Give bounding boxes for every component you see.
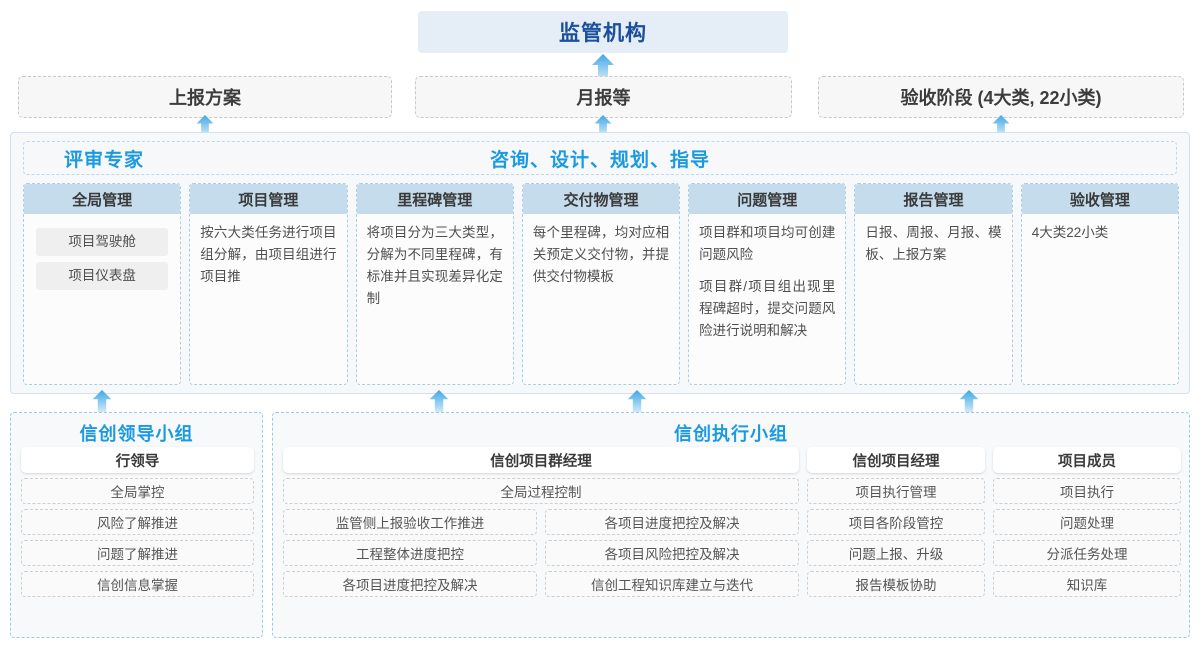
- capability-column-global[interactable]: 全局管理 项目驾驶舱 项目仪表盘: [23, 183, 182, 385]
- capability-column-deliverable[interactable]: 交付物管理 每个里程碑，均对应相关预定义交付物，并提供交付物模板: [521, 183, 681, 385]
- execution-columns: 信创项目群经理 全局过程控制 监管侧上报验收工作推进 工程整体进度把控 各项目进…: [283, 447, 1181, 597]
- regulator-label: 监管机构: [559, 22, 647, 45]
- column-paragraph: 4大类22小类: [1031, 225, 1109, 240]
- capability-column-acceptance[interactable]: 验收管理 4大类22小类: [1020, 183, 1179, 385]
- task-item[interactable]: 信创信息掌握: [21, 571, 254, 597]
- column-body: 项目群和项目均可创建问题风险 项目群/项目组出现里程碑超时，提交问题风险进行说明…: [689, 214, 845, 384]
- task-item[interactable]: 工程整体进度把控: [283, 540, 537, 566]
- column-body: 将项目分为三大类型，分解为不同里程碑，有标准并且实现差异化定制: [357, 214, 513, 384]
- task-item[interactable]: 全局掌控: [21, 478, 254, 504]
- task-item[interactable]: 知识库: [993, 571, 1181, 597]
- column-paragraph: 将项目分为三大类型，分解为不同里程碑，有标准并且实现差异化定制: [366, 225, 503, 306]
- report-box-plan: 上报方案: [18, 76, 392, 118]
- report-box-monthly: 月报等: [415, 76, 792, 118]
- task-item[interactable]: 分派任务处理: [993, 540, 1181, 566]
- column-paragraph: 项目群和项目均可创建问题风险: [699, 225, 836, 262]
- group-leadership: 信创领导小组 行领导 全局掌控 风险了解推进 问题了解推进 信创信息掌握: [10, 412, 263, 638]
- leadership-column: 行领导 全局掌控 风险了解推进 问题了解推进 信创信息掌握: [21, 447, 254, 597]
- column-pill[interactable]: 项目仪表盘: [36, 262, 169, 290]
- capability-columns: 全局管理 项目驾驶舱 项目仪表盘 项目管理 按六大类任务进行项目组分解，由项目组…: [23, 183, 1179, 385]
- role-header: 行领导: [21, 447, 254, 473]
- column-header: 问题管理: [689, 184, 846, 214]
- band-header: 评审专家 咨询、设计、规划、指导: [23, 141, 1177, 175]
- arrow-up-icon-to-regulator: [592, 54, 614, 80]
- report-label: 月报等: [576, 88, 631, 108]
- capability-band: 评审专家 咨询、设计、规划、指导 全局管理 项目驾驶舱 项目仪表盘 项目管理 按…: [10, 132, 1190, 394]
- role-header: 项目成员: [993, 447, 1181, 473]
- capability-column-project[interactable]: 项目管理 按六大类任务进行项目组分解，由项目组进行项目推: [189, 183, 348, 385]
- project-member-column: 项目成员 项目执行 问题处理 分派任务处理 知识库: [993, 447, 1181, 597]
- capability-column-report[interactable]: 报告管理 日报、周报、月报、模板、上报方案: [854, 183, 1013, 385]
- task-item[interactable]: 信创工程知识库建立与迭代: [545, 571, 799, 597]
- task-item[interactable]: 问题了解推进: [21, 540, 254, 566]
- task-item[interactable]: 问题处理: [993, 509, 1181, 535]
- project-manager-column: 信创项目经理 项目执行管理 项目各阶段管控 问题上报、升级 报告模板协助: [807, 447, 985, 597]
- column-header: 报告管理: [855, 184, 1012, 214]
- column-body: 项目驾驶舱 项目仪表盘: [24, 214, 180, 384]
- column-header: 验收管理: [1021, 184, 1178, 214]
- band-center-title: 咨询、设计、规划、指导: [489, 149, 710, 171]
- task-item[interactable]: 各项目进度把控及解决: [545, 509, 799, 535]
- report-box-acceptance: 验收阶段 (4大类, 22小类): [818, 76, 1184, 118]
- task-item-wide[interactable]: 全局过程控制: [283, 478, 799, 504]
- regulator-box: 监管机构: [418, 11, 788, 53]
- arrow-up-icon-exec-to-band-3: [958, 390, 980, 412]
- group-title: 信创执行小组: [674, 424, 788, 444]
- column-body: 按六大类任务进行项目组分解，由项目组进行项目推: [190, 214, 346, 384]
- task-item[interactable]: 风险了解推进: [21, 509, 254, 535]
- arrow-up-icon-exec-to-band-2: [626, 390, 648, 412]
- task-item[interactable]: 报告模板协助: [807, 571, 985, 597]
- column-paragraph: 项目群/项目组出现里程碑超时，提交问题风险进行说明和解决: [699, 279, 836, 338]
- arrow-up-icon-lead-to-band: [91, 390, 113, 412]
- program-manager-column: 信创项目群经理 全局过程控制 监管侧上报验收工作推进 工程整体进度把控 各项目进…: [283, 447, 799, 597]
- role-header: 信创项目经理: [807, 447, 985, 473]
- task-item[interactable]: 项目执行管理: [807, 478, 985, 504]
- band-left-title: 评审专家: [64, 149, 145, 171]
- column-header: 里程碑管理: [356, 184, 513, 214]
- report-label: 验收阶段 (4大类, 22小类): [900, 88, 1102, 108]
- org-band: 信创领导小组 行领导 全局掌控 风险了解推进 问题了解推进 信创信息掌握 信创执…: [10, 412, 1190, 638]
- arrow-up-icon-to-monthly: [592, 115, 614, 135]
- column-body: 每个里程碑，均对应相关预定义交付物，并提供交付物模板: [523, 214, 679, 384]
- task-item[interactable]: 各项目进度把控及解决: [283, 571, 537, 597]
- capability-column-issue[interactable]: 问题管理 项目群和项目均可创建问题风险 项目群/项目组出现里程碑超时，提交问题风…: [688, 183, 847, 385]
- column-header: 交付物管理: [522, 184, 680, 214]
- task-item[interactable]: 问题上报、升级: [807, 540, 985, 566]
- column-paragraph: 按六大类任务进行项目组分解，由项目组进行项目推: [200, 225, 337, 284]
- task-item[interactable]: 监管侧上报验收工作推进: [283, 509, 537, 535]
- column-header: 全局管理: [24, 184, 181, 214]
- column-header: 项目管理: [190, 184, 347, 214]
- arrow-up-icon-to-acceptance: [990, 115, 1012, 135]
- column-body: 4大类22小类: [1022, 214, 1178, 384]
- task-item[interactable]: 各项目风险把控及解决: [545, 540, 799, 566]
- role-header: 信创项目群经理: [283, 447, 799, 473]
- column-pill[interactable]: 项目驾驶舱: [36, 228, 169, 256]
- column-paragraph: 日报、周报、月报、模板、上报方案: [865, 225, 1002, 262]
- task-item[interactable]: 项目执行: [993, 478, 1181, 504]
- column-paragraph: 每个里程碑，均对应相关预定义交付物，并提供交付物模板: [532, 225, 670, 284]
- report-label: 上报方案: [169, 88, 241, 108]
- group-execution: 信创执行小组 信创项目群经理 全局过程控制 监管侧上报验收工作推进 工程整体进度…: [272, 412, 1190, 638]
- column-body: 日报、周报、月报、模板、上报方案: [855, 214, 1011, 384]
- arrow-up-icon-exec-to-band-1: [428, 390, 450, 412]
- group-title: 信创领导小组: [79, 424, 194, 444]
- arrow-up-icon-to-plan: [194, 115, 216, 135]
- task-item[interactable]: 项目各阶段管控: [807, 509, 985, 535]
- capability-column-milestone[interactable]: 里程碑管理 将项目分为三大类型，分解为不同里程碑，有标准并且实现差异化定制: [355, 183, 514, 385]
